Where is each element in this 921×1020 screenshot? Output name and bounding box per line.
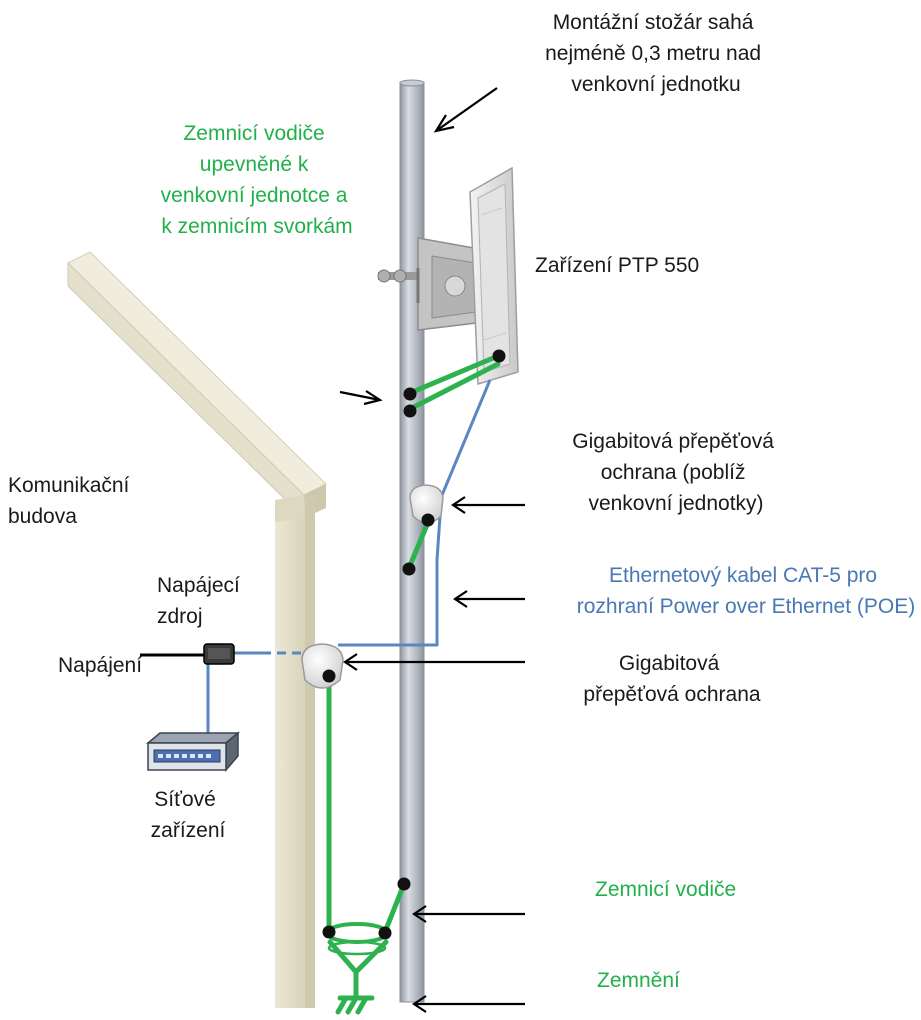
power-supply bbox=[203, 643, 235, 665]
connection-points bbox=[322, 349, 506, 940]
label-power: Napájení bbox=[58, 654, 142, 677]
surge-protector-building bbox=[301, 643, 344, 689]
label-ground-wires-top: Zemnicí vodiče upevněné k venkovní jedno… bbox=[161, 122, 354, 238]
arrow-mast bbox=[433, 87, 498, 133]
arrow-ethernet bbox=[453, 590, 525, 608]
label-surge-building: Gigabitová přepěťová ochrana bbox=[583, 652, 760, 706]
label-mast: Montážní stožár sahá nejméně 0,3 metru n… bbox=[545, 11, 767, 96]
network-device bbox=[145, 731, 241, 773]
label-ground-wires-bottom: Zemnicí vodiče bbox=[595, 878, 736, 901]
label-power-supply: Napájecí zdroj bbox=[157, 574, 246, 628]
arrow-grounding bbox=[412, 995, 525, 1013]
arrow-surge-building bbox=[343, 653, 525, 671]
pointer-arrows bbox=[339, 87, 525, 1013]
ground-terminal bbox=[325, 922, 389, 1015]
label-ethernet-cable: Ethernetový kabel CAT-5 pro rozhraní Pow… bbox=[577, 564, 915, 618]
communication-building bbox=[67, 251, 327, 1008]
arrow-ground-wires-top bbox=[339, 390, 383, 406]
ptp-550-unit bbox=[377, 166, 519, 385]
arrow-ground-wires-bottom bbox=[412, 905, 525, 923]
label-grounding: Zemnění bbox=[597, 969, 680, 992]
label-network-device: Síťové zařízení bbox=[151, 788, 226, 842]
ethernet-cable bbox=[206, 379, 492, 740]
label-surge-odu: Gigabitová přepěťová ochrana (poblíž ven… bbox=[572, 430, 780, 515]
label-building: Komunikační budova bbox=[8, 474, 135, 528]
ground-wires bbox=[326, 353, 501, 935]
arrow-surge-odu bbox=[451, 496, 525, 514]
label-ptp-device: Zařízení PTP 550 bbox=[535, 254, 699, 277]
